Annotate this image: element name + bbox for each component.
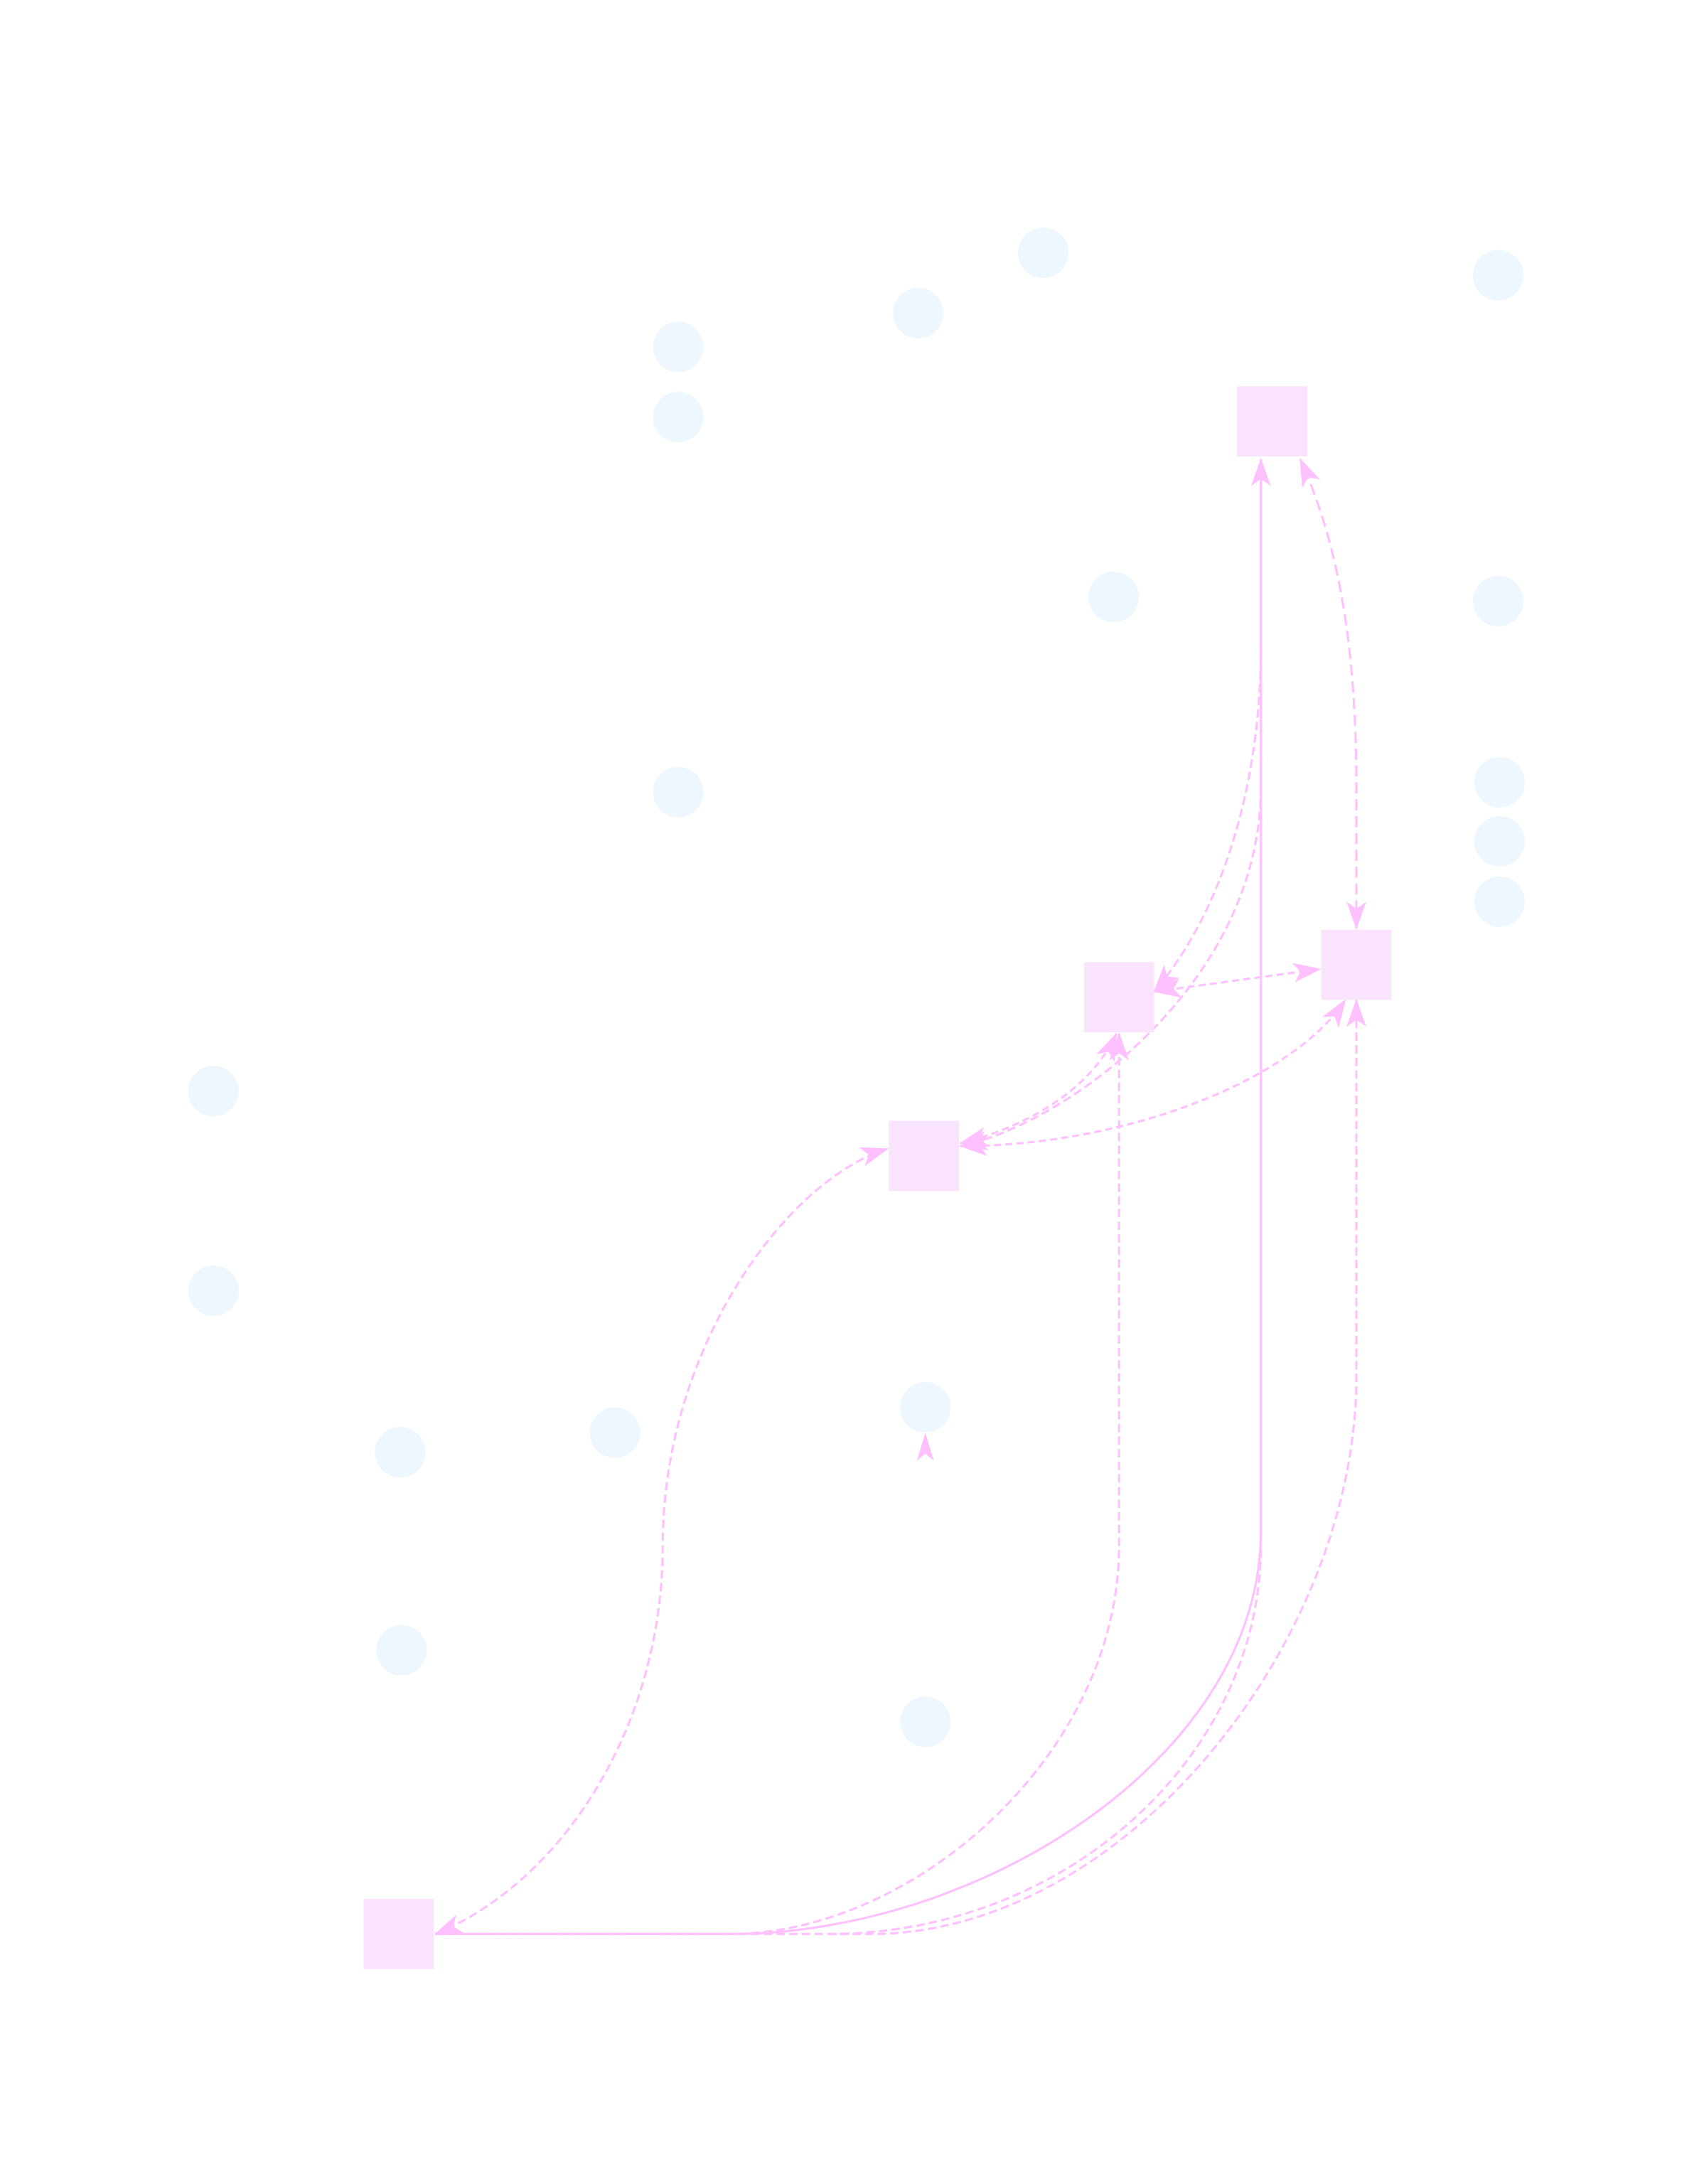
edge-arrow bbox=[1299, 458, 1366, 930]
circle-node[interactable] bbox=[376, 1624, 427, 1676]
circle-node[interactable] bbox=[1472, 250, 1524, 301]
circle-node[interactable] bbox=[1474, 815, 1526, 867]
circle-node[interactable] bbox=[1088, 572, 1139, 623]
circle-node[interactable] bbox=[900, 1381, 951, 1433]
circle-node[interactable] bbox=[900, 1696, 951, 1747]
circle-node[interactable] bbox=[1474, 876, 1526, 927]
circle-node[interactable] bbox=[653, 766, 704, 818]
circle-node[interactable] bbox=[1472, 575, 1524, 627]
edge-arrow bbox=[828, 1545, 1263, 1935]
arrowhead-icon bbox=[916, 1433, 934, 1461]
square-nodes-layer bbox=[363, 386, 1392, 1969]
square-node[interactable] bbox=[1083, 962, 1154, 1033]
circle-nodes-layer bbox=[188, 228, 1526, 1747]
circle-node[interactable] bbox=[653, 321, 704, 373]
edges-layer bbox=[434, 458, 1366, 1935]
circle-node[interactable] bbox=[375, 1427, 426, 1478]
square-node[interactable] bbox=[889, 1120, 960, 1192]
circle-node[interactable] bbox=[1474, 756, 1526, 808]
circle-node[interactable] bbox=[1018, 228, 1069, 279]
square-node[interactable] bbox=[363, 1898, 434, 1969]
circle-node[interactable] bbox=[653, 392, 704, 443]
edge-arrow bbox=[435, 1032, 1130, 1935]
circle-node[interactable] bbox=[188, 1265, 239, 1317]
square-node[interactable] bbox=[1321, 929, 1392, 1000]
edge-arrow bbox=[959, 998, 1346, 1156]
circle-node[interactable] bbox=[893, 287, 944, 339]
edge-arrow bbox=[1152, 963, 1322, 998]
edge-arrow bbox=[959, 1032, 1118, 1147]
edge-arrow bbox=[562, 998, 1366, 1935]
circle-node[interactable] bbox=[589, 1407, 641, 1458]
edge-arrow bbox=[434, 1147, 889, 1935]
square-node[interactable] bbox=[1237, 386, 1307, 457]
edge-arrow bbox=[435, 458, 1271, 1935]
circle-node[interactable] bbox=[188, 1066, 239, 1117]
edge-arrow bbox=[1153, 646, 1263, 993]
